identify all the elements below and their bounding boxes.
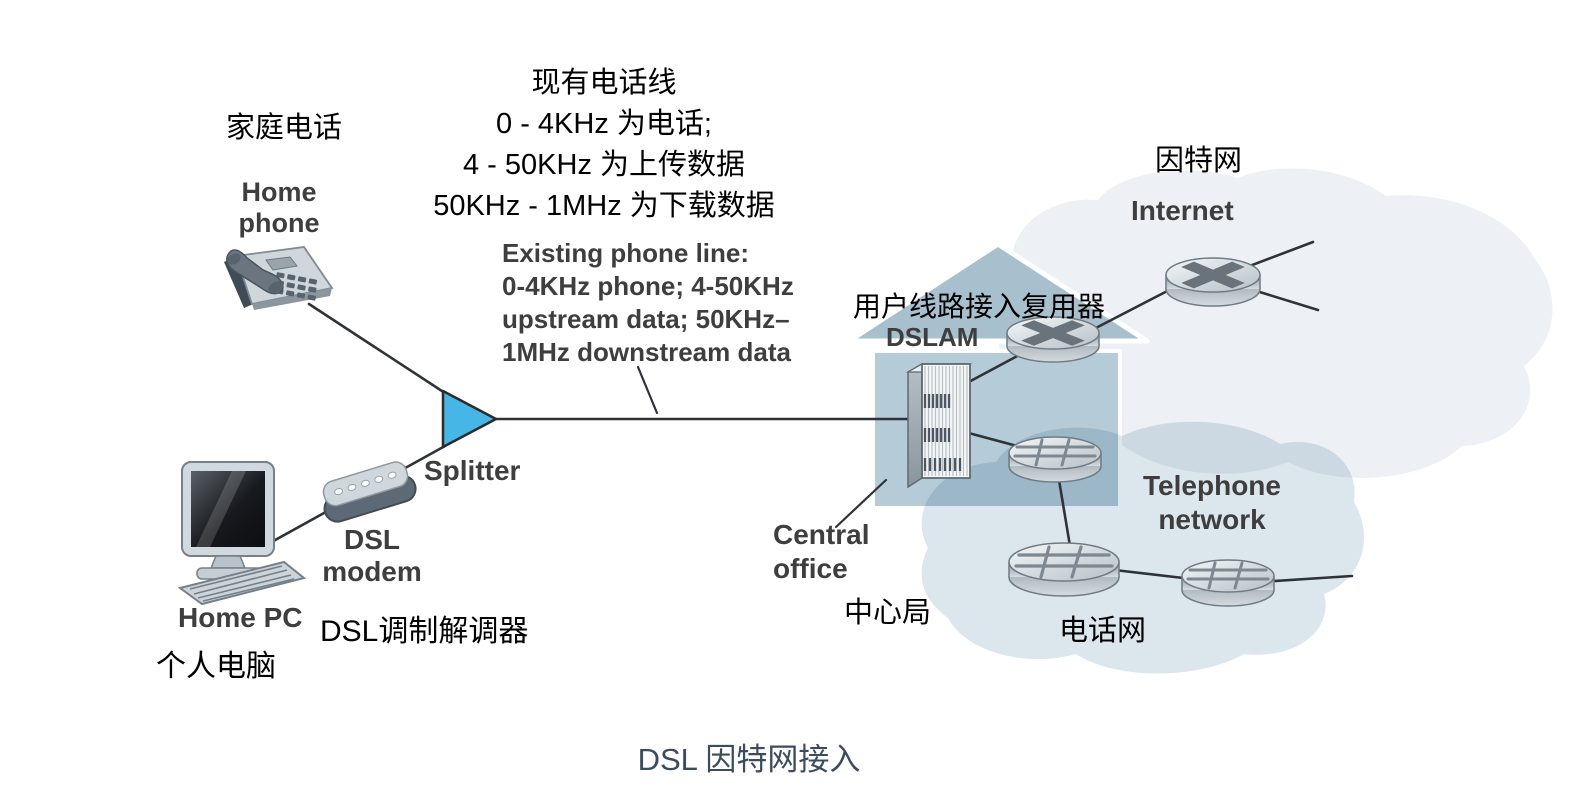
central-office-label-en: Central office <box>773 519 870 584</box>
telephone-cloud-icon <box>921 421 1365 674</box>
home-pc-icon <box>177 461 307 606</box>
home-phone-label-en: Home phone <box>238 177 320 239</box>
central-office-leader-line <box>834 478 888 529</box>
dsl-modem-label-en: DSL modem <box>322 524 422 588</box>
router-icon <box>1165 257 1261 307</box>
splitter-icon <box>441 389 498 449</box>
house-roof <box>846 241 1150 344</box>
home-phone-icon <box>224 246 334 310</box>
splitter-label: Splitter <box>424 455 521 486</box>
central-office-label-zh: 中心局 <box>844 597 932 629</box>
figure-caption: DSL 因特网接入 <box>637 742 861 777</box>
telephone-switch-icon <box>1181 559 1275 607</box>
home-pc-label-zh: 个人电脑 <box>156 650 276 683</box>
internet-label-en: Internet <box>1131 195 1234 226</box>
phone-to-splitter-line <box>307 302 447 395</box>
dsl-modem-icon <box>322 461 417 523</box>
telephone-network-label-zh: 电话网 <box>1059 615 1147 647</box>
telephone-network-label-en: Telephone network <box>1143 470 1281 535</box>
telephone-switch-icon <box>1008 542 1120 597</box>
router-icon <box>1006 316 1100 363</box>
internet-up-line <box>1245 240 1315 269</box>
dsl-modem-label-zh: DSL调制解调器 <box>320 615 529 648</box>
internet-label-zh: 因特网 <box>1155 145 1243 177</box>
home-pc-label-en: Home PC <box>178 602 303 633</box>
telephone-switch-icon <box>1008 436 1102 483</box>
phone-line-note-en: Existing phone line: 0-4KHz phone; 4-50K… <box>502 238 794 367</box>
dslam-label-zh: 用户线路接入复用器 <box>853 291 1106 322</box>
dslam-label-en: DSLAM <box>886 322 979 352</box>
router-to-internet-line <box>1088 284 1179 333</box>
home-phone-label-zh: 家庭电话 <box>226 112 343 144</box>
internet-cloud-icon <box>997 168 1553 478</box>
internet-down-line <box>1248 287 1320 312</box>
note-leader-line <box>636 365 659 415</box>
telswitch-out-line <box>1258 574 1354 584</box>
dslam-rack-icon <box>905 362 973 489</box>
telswitch-link-line <box>1104 567 1194 581</box>
phone-line-note-zh: 现有电话线 0 - 4KHz 为电话; 4 - 50KHz 为上传数据 50KH… <box>433 67 775 222</box>
